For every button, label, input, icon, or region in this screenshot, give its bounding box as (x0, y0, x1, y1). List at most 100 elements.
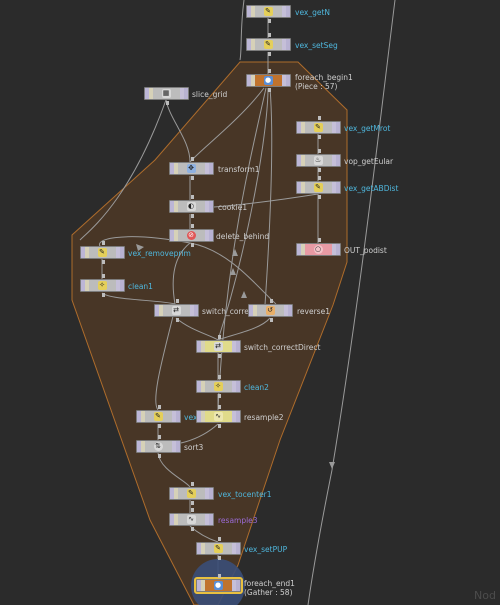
node-flag[interactable] (286, 39, 290, 50)
node-flag[interactable] (332, 122, 336, 133)
node-flag[interactable] (149, 88, 153, 99)
node-flag[interactable] (209, 201, 213, 212)
node-flag[interactable] (232, 341, 236, 352)
node-flag[interactable] (336, 122, 340, 133)
node-flag[interactable] (155, 305, 159, 316)
node-cookie1[interactable]: ◐ (169, 195, 214, 218)
node-flag[interactable] (137, 441, 141, 452)
node-flag[interactable] (145, 88, 149, 99)
node-flag[interactable] (201, 411, 205, 422)
node-vex-removeprim[interactable]: ✎ (80, 241, 125, 264)
node-flag[interactable] (232, 543, 236, 554)
node-flag[interactable] (236, 580, 240, 591)
output-port[interactable] (190, 501, 194, 505)
node-vex-setSeg[interactable]: ✎ (246, 33, 291, 56)
node-flag[interactable] (209, 163, 213, 174)
node-flag[interactable] (176, 411, 180, 422)
node-switch-correct[interactable]: ⇄ (154, 299, 199, 322)
input-port[interactable] (217, 405, 221, 409)
node-flag[interactable] (116, 280, 120, 291)
node-flag[interactable] (251, 39, 255, 50)
output-port[interactable] (317, 168, 321, 172)
node-delete-behind[interactable]: ⊘ (169, 224, 214, 247)
node-flag[interactable] (297, 122, 301, 133)
output-port[interactable] (317, 195, 321, 199)
node-flag[interactable] (332, 155, 336, 166)
node-flag[interactable] (141, 441, 145, 452)
input-port[interactable] (190, 482, 194, 486)
output-port[interactable] (190, 176, 194, 180)
node-flag[interactable] (159, 305, 163, 316)
node-flag[interactable] (197, 381, 201, 392)
node-flag[interactable] (190, 305, 194, 316)
input-port[interactable] (175, 299, 179, 303)
output-port[interactable] (267, 19, 271, 23)
node-flag[interactable] (197, 580, 201, 591)
node-flag[interactable] (180, 88, 184, 99)
output-port[interactable] (217, 556, 221, 560)
node-flag[interactable] (120, 280, 124, 291)
node-flag[interactable] (205, 163, 209, 174)
output-port[interactable] (190, 214, 194, 218)
node-flag[interactable] (336, 244, 340, 255)
input-port[interactable] (217, 335, 221, 339)
node-flag[interactable] (197, 411, 201, 422)
node-vex-getN[interactable]: ✎ (246, 5, 291, 23)
node-out-podist[interactable]: ○ (296, 238, 341, 256)
node-flag[interactable] (247, 39, 251, 50)
node-flag[interactable] (174, 163, 178, 174)
input-port[interactable] (157, 435, 161, 439)
node-flag[interactable] (174, 230, 178, 241)
node-vex-getABDist[interactable]: ✎ (296, 176, 341, 199)
node-flag[interactable] (301, 155, 305, 166)
node-flag[interactable] (170, 488, 174, 499)
input-port[interactable] (217, 537, 221, 541)
output-port[interactable] (267, 52, 271, 56)
node-flag[interactable] (236, 411, 240, 422)
node-flag[interactable] (297, 244, 301, 255)
node-slice-grid[interactable]: ▦ (144, 87, 189, 105)
node-flag[interactable] (116, 247, 120, 258)
node-flag[interactable] (209, 230, 213, 241)
node-flag[interactable] (170, 514, 174, 525)
node-flag[interactable] (197, 341, 201, 352)
output-port[interactable] (269, 318, 273, 322)
node-flag[interactable] (205, 488, 209, 499)
node-flag[interactable] (301, 122, 305, 133)
input-port[interactable] (190, 224, 194, 228)
node-flag[interactable] (205, 514, 209, 525)
node-flag[interactable] (332, 244, 336, 255)
node-vex-tocenter1[interactable]: ✎ (169, 482, 214, 505)
node-flag[interactable] (286, 6, 290, 17)
input-port[interactable] (157, 405, 161, 409)
input-port[interactable] (190, 195, 194, 199)
input-port[interactable] (217, 375, 221, 379)
node-flag[interactable] (201, 580, 205, 591)
input-port[interactable] (190, 157, 194, 161)
node-flag[interactable] (251, 6, 255, 17)
node-flag[interactable] (236, 543, 240, 554)
node-flag[interactable] (247, 6, 251, 17)
node-flag[interactable] (236, 381, 240, 392)
node-flag[interactable] (332, 182, 336, 193)
output-port[interactable] (101, 260, 105, 264)
node-flag[interactable] (81, 247, 85, 258)
node-reverse1[interactable]: ↺ (248, 299, 293, 322)
node-vex-setPUP[interactable]: ✎ (196, 537, 241, 560)
input-port[interactable] (317, 176, 321, 180)
node-vop-getEular[interactable]: ♨ (296, 149, 341, 172)
output-port[interactable] (217, 424, 221, 428)
node-switch-correctDirect[interactable]: ⇄ (196, 335, 241, 358)
output-port[interactable] (157, 454, 161, 458)
node-flag[interactable] (141, 411, 145, 422)
input-port[interactable] (101, 274, 105, 278)
node-flag[interactable] (170, 201, 174, 212)
input-port[interactable] (267, 69, 271, 73)
node-vex-getMrot[interactable]: ✎ (296, 116, 341, 139)
node-flag[interactable] (205, 201, 209, 212)
node-foreach-end1[interactable]: ● (194, 574, 243, 594)
output-port[interactable] (190, 527, 194, 531)
node-flag[interactable] (197, 543, 201, 554)
node-flag[interactable] (284, 305, 288, 316)
node-flag[interactable] (174, 514, 178, 525)
